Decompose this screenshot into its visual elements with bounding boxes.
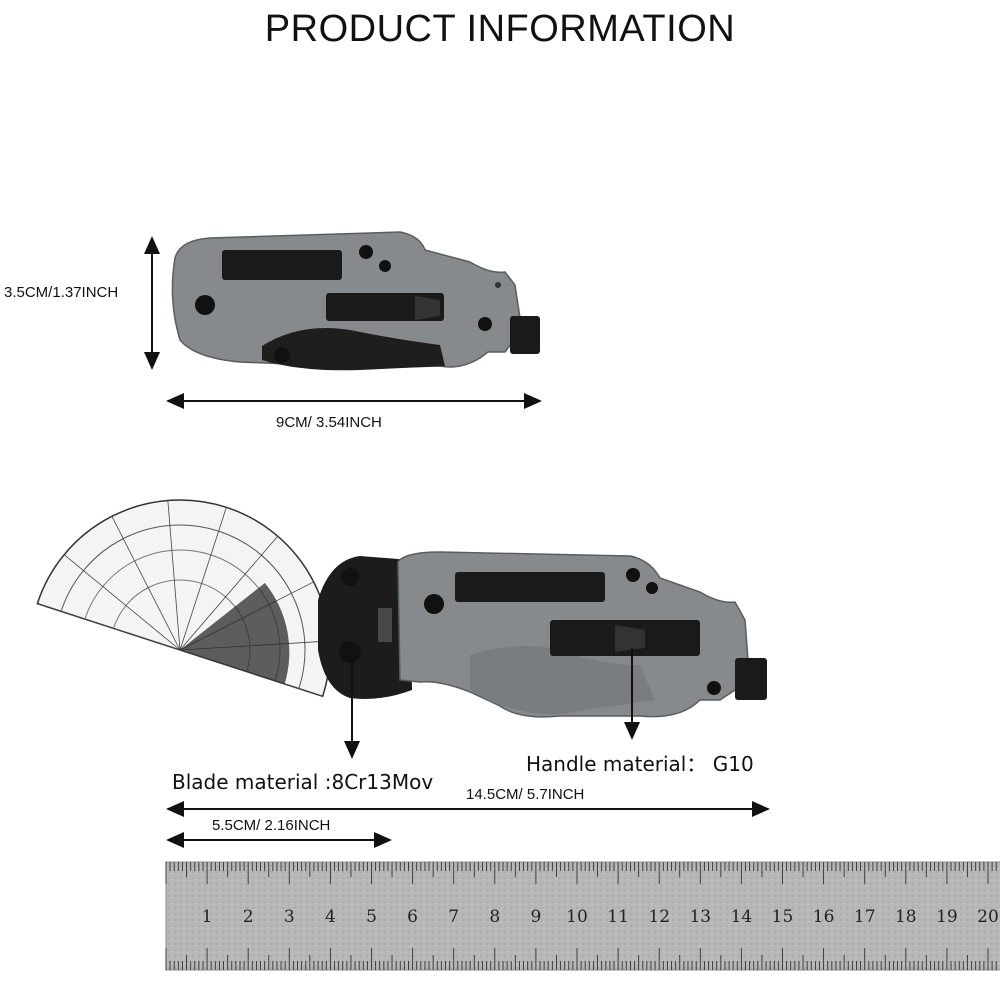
blade-material-label: Blade material :8Cr13Mov — [172, 770, 434, 794]
open-knife-blade — [318, 556, 412, 699]
ruler-number: 15 — [772, 907, 794, 927]
ruler-number: 12 — [648, 907, 670, 927]
ruler-number: 9 — [530, 907, 541, 927]
ruler-number: 7 — [448, 907, 459, 927]
ruler-number: 13 — [689, 907, 711, 927]
blade-length-label: 5.5CM/ 2.16INCH — [212, 817, 331, 834]
closed-knife — [171, 231, 540, 371]
ruler-number: 4 — [325, 907, 336, 927]
ruler-number: 20 — [977, 907, 999, 927]
handle-material-label: Handle material： G10 — [526, 752, 754, 776]
ruler-number: 11 — [607, 907, 629, 927]
ruler-number: 19 — [936, 907, 958, 927]
ruler-number: 3 — [284, 907, 295, 927]
ruler-number: 2 — [243, 907, 254, 927]
ruler-number: 6 — [407, 907, 418, 927]
protractor — [36, 499, 331, 698]
page-title: PRODUCT INFORMATION — [264, 8, 736, 50]
ruler-number: 1 — [202, 907, 213, 927]
ruler-number: 10 — [566, 907, 588, 927]
ruler-number: 5 — [366, 907, 377, 927]
ruler-number: 17 — [854, 907, 876, 927]
open-length-label: 14.5CM/ 5.7INCH — [466, 786, 585, 803]
ruler-number: 18 — [895, 907, 917, 927]
length-label: 9CM/ 3.54INCH — [276, 414, 382, 431]
ruler-number: 16 — [813, 907, 835, 927]
ruler-number: 14 — [731, 907, 753, 927]
height-label: 3.5CM/1.37INCH — [4, 284, 119, 301]
ruler-number: 8 — [489, 907, 500, 927]
open-knife — [318, 551, 767, 718]
